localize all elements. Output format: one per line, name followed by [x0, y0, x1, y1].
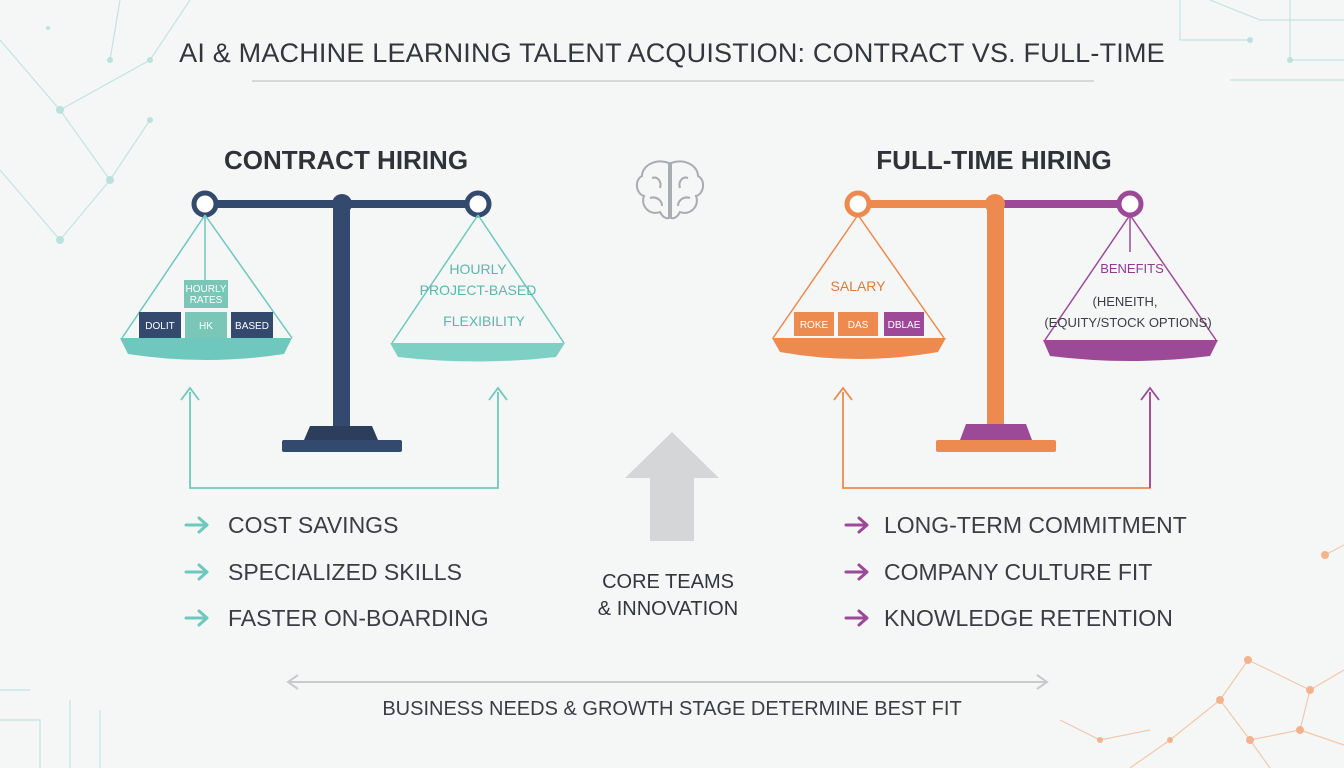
fulltime-right-line1: BENEFITS	[1100, 261, 1164, 276]
fulltime-benefit-1: LONG-TERM COMMITMENT	[884, 512, 1187, 538]
contract-box-2	[185, 312, 227, 338]
fulltime-box-1-label: ROKE	[800, 320, 829, 331]
fulltime-benefit-3: KNOWLEDGE RETENTION	[884, 605, 1173, 631]
fulltime-pivot	[985, 194, 1005, 214]
contract-scale: HOURLY RATES DOLIT HK BASED HOURLY PROJE…	[120, 190, 565, 489]
contract-box-2-label: HK	[199, 321, 213, 332]
contract-heading: CONTRACT HIRING	[223, 145, 469, 175]
title-divider	[252, 80, 1094, 82]
fulltime-box-1	[794, 312, 834, 336]
fulltime-scale: SALARY ROKE DAS DBLAE BENEFITS (HENEITH,…	[772, 190, 1218, 489]
center-label: CORE TEAMS & INNOVATION	[568, 569, 768, 623]
fulltime-benefit-2-arrow-icon	[844, 563, 869, 581]
fulltime-box-3-label: DBLAE	[888, 320, 921, 331]
footer-double-arrow	[286, 674, 1049, 690]
fulltime-box-2-label: DAS	[848, 320, 869, 331]
footer-caption: BUSINESS NEEDS & GROWTH STAGE DETERMINE …	[382, 698, 962, 720]
contract-benefit-2: SPECIALIZED SKILLS	[228, 559, 462, 585]
contract-benefit-3: FASTER ON-BOARDING	[228, 605, 489, 631]
fulltime-salary-label: SALARY	[831, 278, 887, 294]
center-label-line2: & INNOVATION	[597, 598, 739, 620]
contract-left-pan	[120, 338, 292, 360]
contract-right-line3: FLEXIBILITY	[443, 313, 525, 329]
fulltime-box-3	[884, 312, 924, 336]
contract-benefit-1: COST SAVINGS	[228, 512, 399, 538]
contract-box-3	[231, 312, 273, 338]
fulltime-benefit-2: COMPANY CULTURE FIT	[884, 559, 1153, 585]
contract-arrow-left	[180, 386, 200, 401]
contract-benefit-2-arrow-icon	[184, 563, 209, 581]
contract-right-pan	[390, 343, 565, 362]
fulltime-benefit-1-arrow-icon	[844, 516, 869, 534]
fulltime-heading: FULL-TIME HIRING	[876, 145, 1112, 175]
brain-icon	[636, 160, 704, 220]
fulltime-right-pan	[1043, 340, 1218, 361]
center-label-line1: CORE TEAMS	[602, 571, 734, 593]
fulltime-right-line2: (HENEITH,	[1093, 294, 1158, 309]
contract-right-line1: HOURLY	[449, 261, 507, 277]
fulltime-benefit-3-arrow-icon	[844, 609, 869, 627]
fulltime-box-2	[838, 312, 878, 336]
contract-benefit-1-arrow-icon	[184, 516, 209, 534]
fulltime-right-line3: (EQUITY/STOCK OPTIONS)	[1044, 315, 1211, 330]
contract-box-3-label: BASED	[235, 321, 269, 332]
contract-rate-box-line1: HOURLY	[186, 284, 227, 295]
contract-arrow-right	[488, 386, 508, 401]
fulltime-arrow-right	[1140, 386, 1160, 401]
contract-rate-box-line2: RATES	[190, 295, 223, 306]
contract-rate-box	[184, 280, 228, 308]
contract-box-1-label: DOLIT	[145, 321, 174, 332]
contract-benefit-3-arrow-icon	[184, 609, 209, 627]
fulltime-left-pan	[772, 338, 946, 359]
contract-pivot	[332, 194, 352, 214]
contract-right-line2: PROJECT-BASED	[420, 282, 537, 298]
fulltime-arrow-left	[833, 386, 853, 401]
contract-box-1	[139, 312, 181, 338]
page-title: AI & MACHINE LEARNING TALENT ACQUISTION:…	[179, 38, 1165, 68]
center-up-arrow	[625, 432, 719, 541]
